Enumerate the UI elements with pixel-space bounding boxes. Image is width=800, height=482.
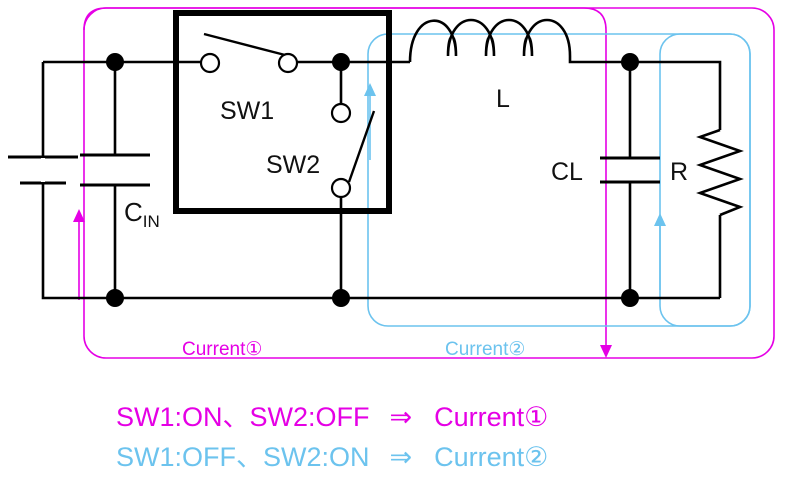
junction-dots — [106, 53, 639, 307]
sw1-switch — [199, 32, 299, 74]
legend-current1-result: Current① — [434, 402, 549, 432]
current1-upper-path — [83, 7, 607, 345]
sw1-label: SW1 — [220, 97, 274, 125]
resistor-symbol — [696, 128, 744, 217]
legend-current2-arrow: ⇒ — [389, 442, 413, 472]
legend-current2: SW1:OFF、SW2:ON ⇒ Current② — [116, 435, 548, 474]
current1-up-arrow — [73, 209, 85, 222]
inductor-label: L — [496, 85, 510, 113]
current2-inner-loop — [659, 33, 751, 327]
sw2-switch — [330, 102, 376, 199]
legend-current1-arrow: ⇒ — [389, 402, 413, 432]
input-capacitor-label-main: C — [124, 197, 143, 227]
resistor-label: R — [670, 158, 688, 186]
legend-current2-condition: SW1:OFF、SW2:ON — [116, 442, 370, 472]
battery-symbol — [8, 155, 78, 185]
switch-box — [173, 10, 392, 214]
load-capacitor-label: CL — [551, 158, 583, 186]
legend-current2-result: Current② — [434, 442, 549, 472]
legend-current1: SW1:ON、SW2:OFF ⇒ Current① — [116, 395, 548, 434]
current2-r-up-arrow — [654, 213, 666, 226]
wires — [41, 60, 722, 300]
current2-label: Current② — [445, 339, 525, 360]
load-capacitor-symbol — [600, 156, 660, 184]
input-capacitor-label-sub: IN — [143, 212, 160, 231]
current1-down-arrow — [600, 345, 612, 358]
input-capacitor-symbol — [80, 153, 150, 187]
input-capacitor-label: CIN — [124, 197, 160, 231]
inductor-symbol — [408, 18, 594, 64]
sw2-label: SW2 — [266, 151, 320, 179]
legend-current1-condition: SW1:ON、SW2:OFF — [116, 402, 370, 432]
current1-label: Current① — [182, 339, 262, 360]
current2-sw2-up-arrow — [364, 83, 376, 96]
